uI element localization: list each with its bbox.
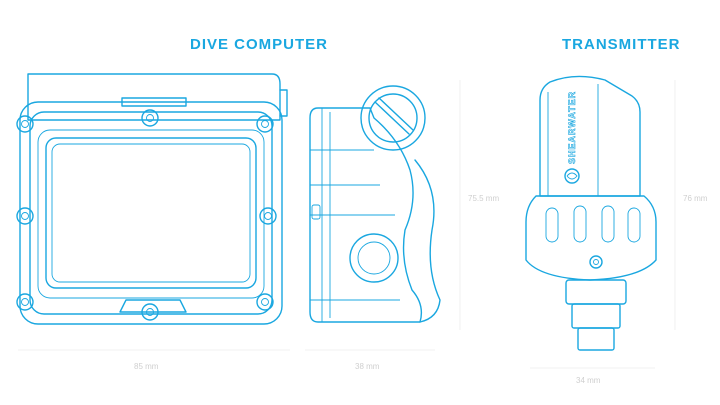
shearwater-logo: SHEARWATER (564, 91, 580, 184)
computer-depth-label: 38 mm (355, 362, 380, 371)
bezel-screws (16, 109, 277, 321)
dive-computer-heading: DIVE COMPUTER (190, 36, 329, 53)
transmitter-width-label: 34 mm (576, 376, 601, 385)
transmitter-drawing: SHEARWATER (525, 75, 657, 351)
computer-width-label: 85 mm (134, 362, 159, 371)
svg-text:SHEARWATER: SHEARWATER (567, 91, 577, 164)
dive-computer-side-view (309, 85, 441, 323)
computer-height-label: 75.5 mm (468, 194, 500, 203)
transmitter-height-label: 76 mm (683, 194, 708, 203)
dive-computer-front-view (16, 73, 288, 325)
transmitter-heading: TRANSMITTER (562, 36, 681, 53)
dimension-guides (18, 80, 676, 369)
